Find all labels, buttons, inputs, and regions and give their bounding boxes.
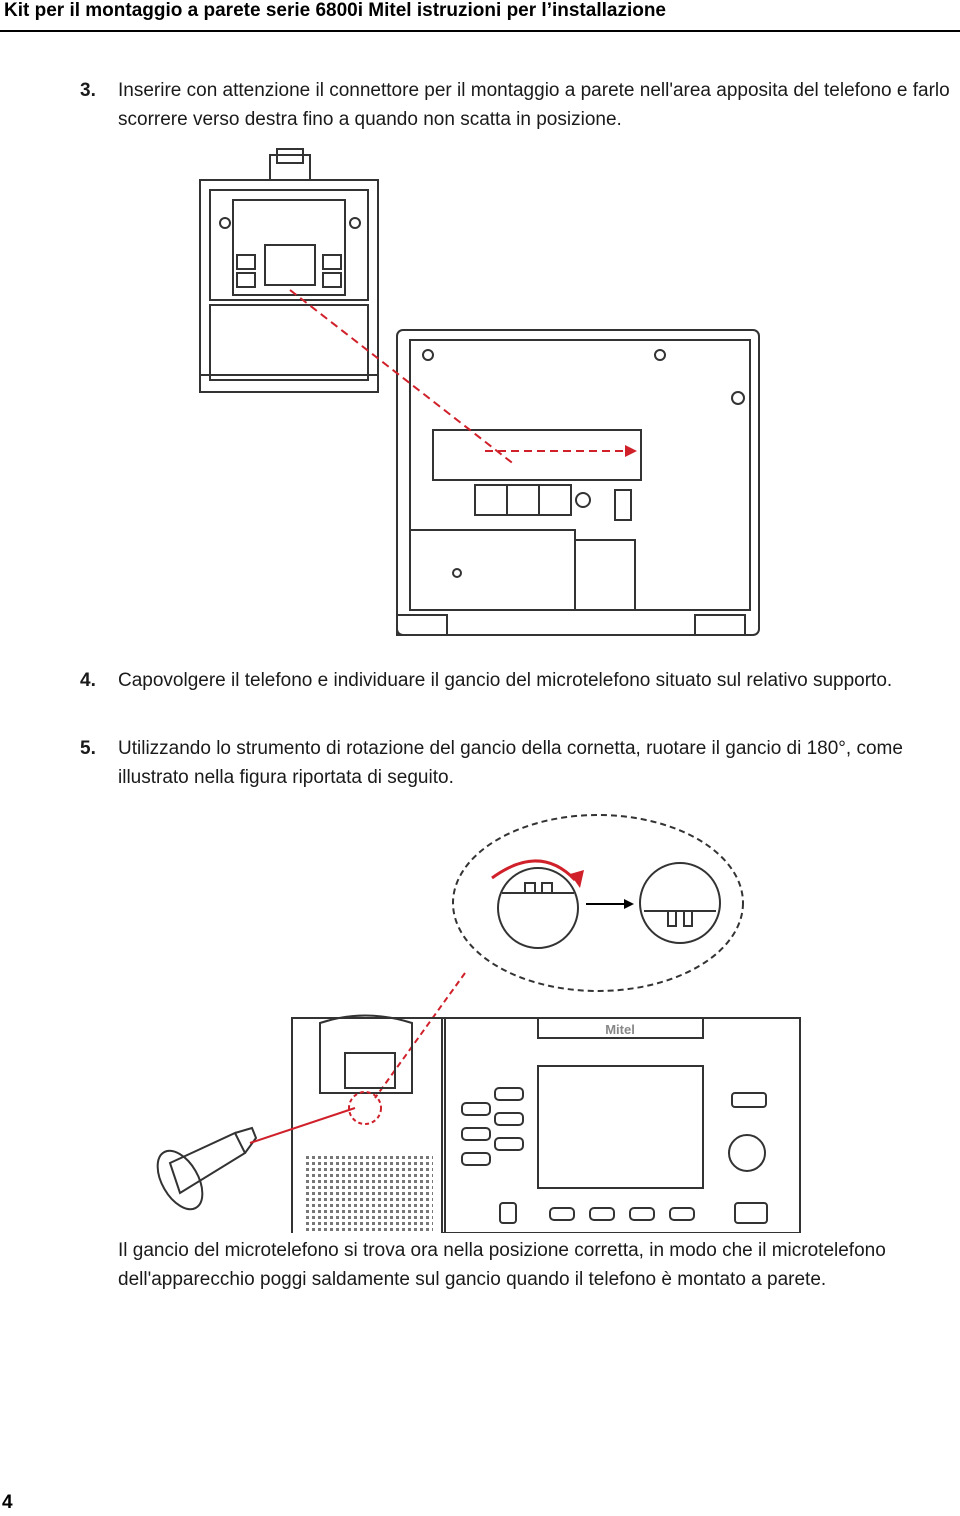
hook-highlight: [348, 1091, 382, 1125]
step-text: Utilizzando lo strumento di rotazione de…: [118, 738, 903, 788]
brand-label: Mitel: [605, 1022, 635, 1037]
figure-hook-rotation: Mitel: [156, 814, 801, 1233]
step-3: 3. Inserire con attenzione il connettore…: [80, 76, 950, 134]
step-5: 5. Utilizzando lo strumento di rotazione…: [80, 734, 950, 792]
rotation-tool-icon: [156, 1126, 258, 1211]
step-text: Capovolgere il telefono e individuare il…: [118, 670, 893, 691]
figure-wall-mount-insertion: [199, 148, 760, 636]
header-divider: [0, 30, 960, 32]
hook-after: [639, 862, 721, 944]
document-title: Kit per il montaggio a parete serie 6800…: [4, 0, 667, 21]
navigation-cluster: [728, 1134, 766, 1172]
closing-paragraph: Il gancio del microtelefono si trova ora…: [118, 1240, 886, 1290]
page-header: Kit per il montaggio a parete serie 6800…: [0, 0, 960, 34]
page-number: 4: [2, 1492, 13, 1513]
detail-callout: [452, 814, 744, 992]
step-text: Inserire con attenzione il connettore pe…: [118, 80, 950, 130]
hook-before: [497, 867, 579, 949]
phone-front-body: [441, 1017, 801, 1233]
rotation-arrow-icon: [491, 859, 577, 882]
step-number: 4.: [80, 670, 96, 691]
arrow-right-icon: [624, 899, 634, 909]
insertion-path: [289, 289, 516, 466]
step-number: 3.: [80, 80, 96, 101]
step-4: 4. Capovolgere il telefono e individuare…: [80, 666, 950, 695]
handset-cradle: [291, 1017, 446, 1233]
slide-arrow-icon: [625, 445, 637, 457]
mount-slot: [432, 429, 642, 481]
tool-pointer-line: [249, 1107, 356, 1144]
phone-display: [537, 1065, 704, 1189]
step-number: 5.: [80, 738, 96, 759]
phone-back-body: [396, 329, 760, 636]
